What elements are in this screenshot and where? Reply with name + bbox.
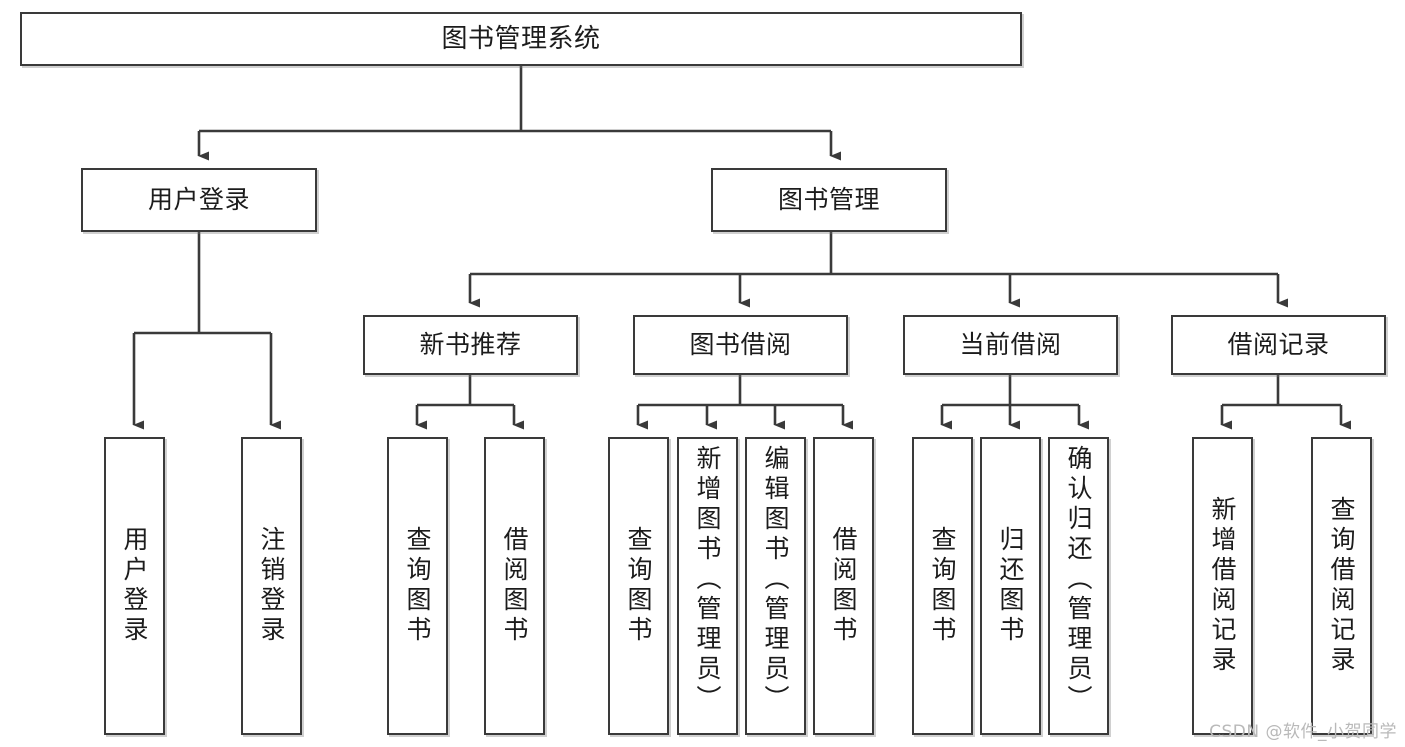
node-label: 新增图书（管理员） bbox=[693, 445, 722, 715]
node-label: 注销登录 bbox=[257, 526, 286, 646]
node-label: 新书推荐 bbox=[419, 330, 522, 360]
leaf-borrow-borrow-book[interactable]: 借阅图书 bbox=[813, 437, 874, 735]
node-borrow-record[interactable]: 借阅记录 bbox=[1171, 315, 1386, 375]
node-user-login[interactable]: 用户登录 bbox=[81, 168, 317, 232]
leaf-borrow-edit-book-admin[interactable]: 编辑图书（管理员） bbox=[745, 437, 806, 735]
node-label: 借阅图书 bbox=[500, 526, 529, 646]
node-label: 查询借阅记录 bbox=[1327, 496, 1356, 676]
leaf-record-query-record[interactable]: 查询借阅记录 bbox=[1311, 437, 1372, 735]
node-label: 新增借阅记录 bbox=[1208, 496, 1237, 676]
csdn-watermark: CSDN @软件_小贺同学 bbox=[1209, 722, 1397, 742]
node-label: 归还图书 bbox=[996, 526, 1025, 646]
node-label: 图书管理 bbox=[777, 185, 880, 215]
leaf-recommend-borrow-book[interactable]: 借阅图书 bbox=[484, 437, 545, 735]
leaf-user-login-login[interactable]: 用户登录 bbox=[104, 437, 165, 735]
node-label: 当前借阅 bbox=[959, 330, 1062, 360]
node-label: 借阅记录 bbox=[1227, 330, 1330, 360]
node-current-borrow[interactable]: 当前借阅 bbox=[903, 315, 1118, 375]
node-root-system[interactable]: 图书管理系统 bbox=[20, 12, 1022, 66]
leaf-recommend-query-book[interactable]: 查询图书 bbox=[387, 437, 448, 735]
leaf-record-add-record[interactable]: 新增借阅记录 bbox=[1192, 437, 1253, 735]
node-new-book-recommend[interactable]: 新书推荐 bbox=[363, 315, 578, 375]
leaf-current-return-book[interactable]: 归还图书 bbox=[980, 437, 1041, 735]
node-book-management[interactable]: 图书管理 bbox=[711, 168, 947, 232]
node-label: 查询图书 bbox=[403, 526, 432, 646]
leaf-current-query-book[interactable]: 查询图书 bbox=[912, 437, 973, 735]
node-label: 图书管理系统 bbox=[441, 23, 601, 54]
node-label: 查询图书 bbox=[928, 526, 957, 646]
node-label: 图书借阅 bbox=[689, 330, 792, 360]
node-label: 用户登录 bbox=[120, 526, 149, 646]
leaf-borrow-add-book-admin[interactable]: 新增图书（管理员） bbox=[677, 437, 738, 735]
leaf-current-confirm-return-admin[interactable]: 确认归还（管理员） bbox=[1048, 437, 1109, 735]
node-book-borrow[interactable]: 图书借阅 bbox=[633, 315, 848, 375]
node-label: 编辑图书（管理员） bbox=[761, 445, 790, 715]
leaf-user-login-logout[interactable]: 注销登录 bbox=[241, 437, 302, 735]
node-label: 借阅图书 bbox=[829, 526, 858, 646]
leaf-borrow-query-book[interactable]: 查询图书 bbox=[608, 437, 669, 735]
node-label: 确认归还（管理员） bbox=[1064, 445, 1093, 715]
node-label: 查询图书 bbox=[624, 526, 653, 646]
node-label: 用户登录 bbox=[147, 185, 250, 215]
